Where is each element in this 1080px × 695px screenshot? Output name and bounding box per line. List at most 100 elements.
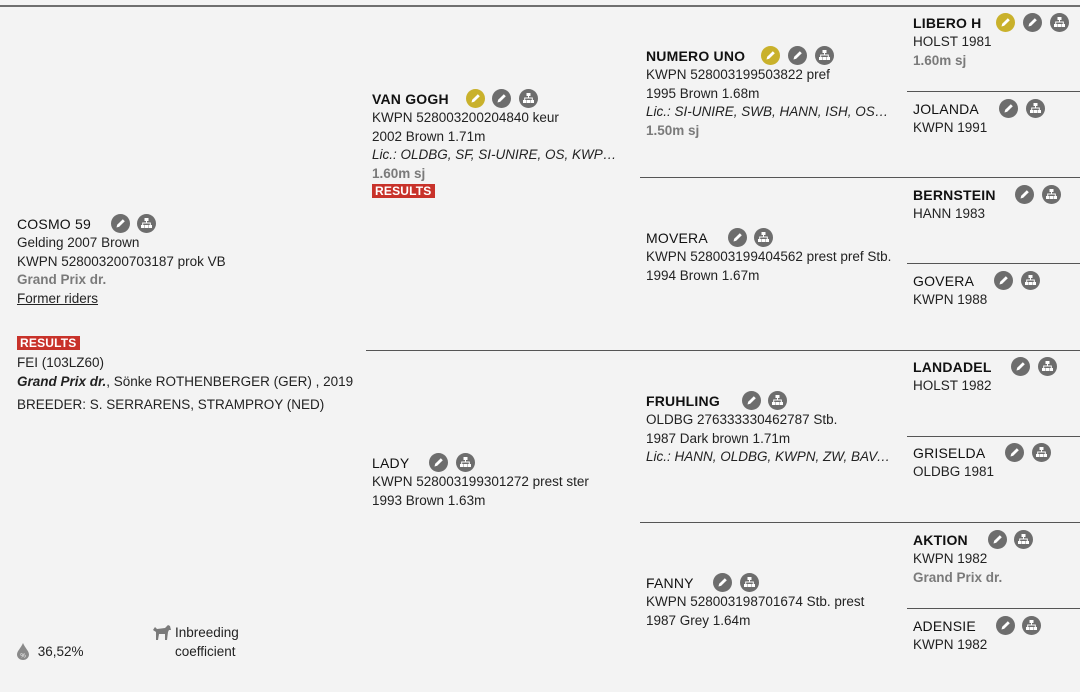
- dd-info-2: 1987 Grey 1.64m: [646, 612, 751, 628]
- pencil-icon[interactable]: [713, 573, 733, 592]
- g4-name[interactable]: GOVERA: [913, 272, 975, 289]
- g1-name[interactable]: LIBERO H: [913, 14, 982, 31]
- fei-id: FEI (103LZ60): [17, 355, 105, 370]
- top-divider: [0, 5, 1080, 7]
- competition-level: Grand Prix dr.: [17, 373, 107, 389]
- stallion-key-icon[interactable]: [465, 89, 485, 108]
- pedigree-tree-icon[interactable]: [768, 391, 788, 410]
- g8-info: KWPN 1982: [913, 637, 988, 652]
- pencil-icon[interactable]: [1023, 13, 1043, 32]
- col3-divider-3: [640, 522, 907, 523]
- g5-cell: LANDADEL HOLST 1982: [913, 357, 1078, 396]
- svg-text:%: %: [20, 654, 26, 660]
- pencil-icon[interactable]: [110, 214, 130, 233]
- pencil-icon[interactable]: [727, 228, 747, 247]
- g5-name[interactable]: LANDADEL: [913, 358, 992, 375]
- inbreeding-label-2: coefficient: [175, 643, 236, 659]
- col4-divider-7: [907, 608, 1080, 609]
- g7-info: KWPN 1982: [913, 551, 988, 566]
- g7-cell: AKTION KWPN 1982 Grand Prix dr.: [913, 530, 1078, 587]
- g3-name[interactable]: BERNSTEIN: [913, 186, 996, 203]
- pencil-icon[interactable]: [1011, 357, 1031, 376]
- col3-divider-1: [640, 177, 907, 178]
- g2-cell: JOLANDA KWPN 1991: [913, 99, 1078, 138]
- ss-info-1: KWPN 528003199503822 pref: [646, 67, 830, 82]
- ss-achievement: 1.50m sj: [646, 122, 700, 138]
- horse-results-button[interactable]: RESULTS: [17, 336, 80, 350]
- pencil-icon[interactable]: [741, 391, 761, 410]
- g7-name[interactable]: AKTION: [913, 531, 968, 548]
- dd-name[interactable]: FANNY: [646, 574, 694, 591]
- horse-achievement: Grand Prix dr.: [17, 272, 107, 287]
- pencil-icon[interactable]: [1005, 443, 1025, 462]
- pedigree-tree-icon[interactable]: [1038, 357, 1058, 376]
- ds-info-1: OLDBG 276333330462787 Stb.: [646, 412, 838, 427]
- pencil-icon[interactable]: [998, 99, 1018, 118]
- stallion-key-icon[interactable]: [761, 46, 780, 65]
- sd-name[interactable]: MOVERA: [646, 229, 708, 246]
- sd-info-2: 1994 Brown 1.67m: [646, 267, 760, 283]
- pencil-icon[interactable]: [987, 530, 1007, 549]
- dam-info-2: 1993 Brown 1.63m: [372, 492, 486, 508]
- ss-name[interactable]: NUMERO UNO: [646, 47, 746, 64]
- col4-divider-3: [907, 263, 1080, 264]
- pedigree-tree-icon[interactable]: [1042, 185, 1062, 204]
- rider-info: , Sönke ROTHENBERGER (GER) , 2019: [106, 373, 354, 389]
- g8-name[interactable]: ADENSIE: [913, 617, 976, 634]
- col4-divider-4: [907, 350, 1080, 351]
- sire-licences: Lic.: OLDBG, SF, SI-UNIRE, OS, KWPN, ...: [372, 147, 622, 162]
- dd-cell: FANNY KWPN 528003198701674 Stb. prest 19…: [646, 573, 902, 630]
- g4-cell: GOVERA KWPN 1988: [913, 271, 1078, 310]
- ss-cell: NUMERO UNO KWPN 528003199503822 pref 199…: [646, 46, 902, 140]
- pedigree-tree-icon[interactable]: [1049, 13, 1069, 32]
- dam-name[interactable]: LADY: [372, 454, 410, 471]
- sire-results-button[interactable]: RESULTS: [372, 184, 435, 198]
- pedigree-tree-icon[interactable]: [1025, 99, 1045, 118]
- pencil-icon[interactable]: [995, 616, 1015, 635]
- former-riders-link[interactable]: Former riders: [17, 290, 99, 306]
- ss-info-2: 1995 Brown 1.68m: [646, 85, 760, 101]
- pencil-icon[interactable]: [1015, 185, 1035, 204]
- pencil-icon[interactable]: [492, 89, 512, 108]
- col4-divider-5: [907, 436, 1080, 437]
- pedigree-tree-icon[interactable]: [1014, 530, 1034, 549]
- sd-info-1: KWPN 528003199404562 prest pref Stb.: [646, 249, 892, 264]
- sd-cell: MOVERA KWPN 528003199404562 prest pref S…: [646, 228, 902, 285]
- stallion-key-icon[interactable]: [996, 13, 1016, 32]
- dd-info-1: KWPN 528003198701674 Stb. prest: [646, 594, 865, 609]
- horse-name[interactable]: COSMO 59: [17, 215, 91, 232]
- inbreeding-coefficient: Inbreeding coefficient: [152, 624, 239, 661]
- pedigree-tree-icon[interactable]: [1020, 271, 1040, 290]
- sire-achievement: 1.60m sj: [372, 165, 426, 181]
- pedigree-tree-icon[interactable]: [1031, 443, 1051, 462]
- sire-name[interactable]: VAN GOGH: [372, 90, 449, 107]
- pedigree-tree-icon[interactable]: [1022, 616, 1042, 635]
- sire-info-2: 2002 Brown 1.71m: [372, 128, 486, 144]
- g6-name[interactable]: GRISELDA: [913, 444, 986, 461]
- horse-info-1: Gelding 2007 Brown: [17, 235, 140, 250]
- pedigree-tree-icon[interactable]: [754, 228, 774, 247]
- col3-divider-2: [640, 350, 907, 351]
- pedigree-tree-icon[interactable]: [455, 453, 475, 472]
- g2-name[interactable]: JOLANDA: [913, 100, 979, 117]
- horse-cell: COSMO 59 Gelding 2007 Brown KWPN 5280032…: [17, 214, 362, 415]
- pencil-icon[interactable]: [993, 271, 1013, 290]
- col4-divider-1: [907, 91, 1080, 92]
- col4-divider-6: [907, 522, 1080, 523]
- sire-info-1: KWPN 528003200204840 keur: [372, 110, 559, 125]
- inbreeding-value: 36,52%: [37, 644, 84, 659]
- pedigree-tree-icon[interactable]: [137, 214, 157, 233]
- drop-percent-icon: %: [17, 643, 29, 660]
- pedigree-tree-icon[interactable]: [814, 46, 834, 65]
- pedigree-tree-icon[interactable]: [740, 573, 760, 592]
- pencil-icon[interactable]: [787, 46, 807, 65]
- pedigree-tree-icon[interactable]: [519, 89, 539, 108]
- sire-cell: VAN GOGH KWPN 528003200204840 keur 2002 …: [372, 89, 637, 198]
- horse-icon: [153, 625, 171, 640]
- g5-info: HOLST 1982: [913, 378, 992, 393]
- ds-name[interactable]: FRUHLING: [646, 392, 720, 409]
- inbreeding-label-1: Inbreeding: [175, 625, 239, 640]
- g2-info: KWPN 1991: [913, 120, 988, 135]
- pencil-icon[interactable]: [429, 453, 449, 472]
- inbreeding-percentage: % 36,52%: [16, 643, 84, 660]
